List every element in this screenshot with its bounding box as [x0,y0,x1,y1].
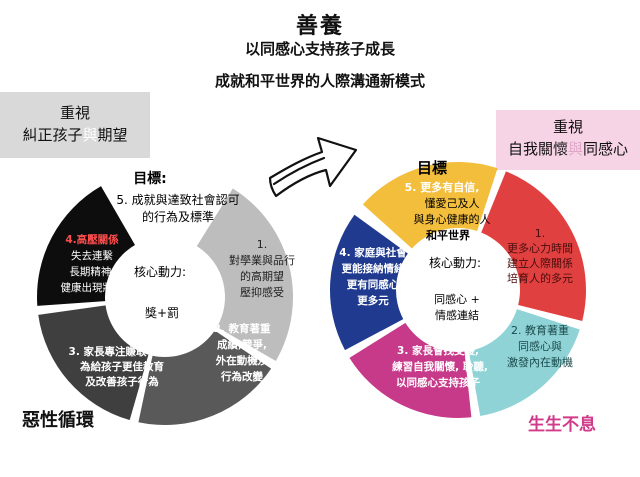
right-seg4 [330,214,408,351]
right-focus-text-b: 與 [567,140,583,158]
right-center-value-1: 同感心 + [434,293,480,306]
left-focus-text-a: 糾正孩子 [22,126,83,144]
right-seg5 [362,162,498,249]
right-cycle-text: 目標 5. 更多有自信, 懂愛己及人 與身心健康的人 和平世界 核心動力: 同感… [339,159,573,389]
left-focus-line1: 重視 [59,104,90,122]
right-seg1-line2: 更多心力時間 [507,241,573,255]
left-seg2 [138,330,272,425]
right-goal-line3: 與身心健康的人 [414,212,491,226]
left-seg1-line3: 的高期望 [240,269,284,283]
left-seg1-line2: 對學業與品行 [229,253,295,267]
left-seg4-line1: 4.高壓關係 [65,233,119,246]
right-focus-text-c: 同感心 [583,140,629,158]
left-seg4-line2: 失去連繫 [71,249,113,262]
right-cycle [330,162,587,418]
right-focus-line1: 重視 [552,118,583,136]
right-seg3 [349,322,472,418]
right-cycle-footer: 生生不息 [528,415,596,435]
left-seg4-line3: 長期精神, [69,265,114,278]
left-seg4-line4: 健康出現狀況 [61,281,124,294]
right-seg2-line1: 2. 教育著重 [511,323,569,337]
left-seg2-line4: 行為改變 [220,370,263,383]
right-seg4-line1: 4. 家庭與社會 [339,246,407,259]
right-goal-line4: 和平世界 [426,228,470,242]
right-focus-line2: 自我關懷與同感心 [496,138,640,160]
right-seg2-line3: 激發內在動機 [507,355,573,369]
left-seg2-line1: 2. 教育著重 [214,322,271,335]
right-seg2 [468,309,580,417]
left-seg2-line3: 外在動機及 [215,354,269,367]
page-subtitle: 以同感心支持孩子成長 [244,40,395,58]
right-goal-label: 目標 [417,159,447,177]
left-seg3-line2: 為給孩子更佳教育 [79,360,164,373]
left-goal-line2: 的行為及標準 [142,209,214,224]
left-seg3-line1: 3. 家長專注賺取收入, [69,345,172,358]
right-seg3-line2: 練習自我關懷, 聆聽, [392,360,488,373]
right-seg3-line1: 3. 家長會找支援, [397,344,479,357]
left-goal-line1: 5. 成就與達致社會認可 [116,192,239,207]
right-seg2-line2: 同感心與 [518,339,562,353]
right-seg4-line2: 更能接納情緒 [342,262,405,275]
left-seg3 [38,305,149,421]
left-cycle [37,186,293,425]
right-center-label: 核心動力: [429,256,481,270]
right-seg4-line3: 更有同感心 [347,278,400,291]
left-seg1 [196,188,293,361]
left-cycle-text: 目標: 5. 成就與達致社會認可 的行為及標準 核心動力: 獎+罰 1. 對學業… [61,170,296,388]
left-focus-line2: 糾正孩子與期望 [0,124,150,146]
left-seg2-line2: 成績,競爭, [217,338,267,351]
arrow-icon [268,136,358,198]
left-center-label: 核心動力: [134,265,186,279]
right-seg1-line3: 建立人際關係 [507,256,573,270]
page-title: 善養 [295,14,344,39]
left-center-value: 獎+罰 [145,305,179,320]
right-center-value-2: 情感連結 [435,308,479,322]
right-seg1-line1: 1. [535,227,546,240]
right-focus-box: 重視 自我關懷與同感心 [496,110,640,170]
right-seg1-line4: 培育人的多元 [507,271,573,285]
right-goal-line1: 5. 更多有自信, [405,180,480,194]
left-focus-text-b: 與 [82,126,98,144]
right-seg3-line3: 以同感心支持孩子 [396,376,480,389]
left-cycle-footer: 惡性循環 [22,410,94,431]
left-focus-box: 重視 糾正孩子與期望 [0,92,150,158]
left-seg1-line4: 壓抑感受 [240,285,284,299]
left-focus-text-c: 期望 [97,126,128,144]
right-goal-line2: 懂愛己及人 [425,197,480,210]
left-seg4 [37,186,135,306]
right-focus-text-a: 自我關懷 [507,140,568,158]
left-seg1-line1: 1. [257,238,268,251]
left-seg3-line3: 及改善孩子行為 [85,375,159,388]
right-seg4-line4: 更多元 [357,294,389,307]
page-tagline: 成就和平世界的人際溝通新模式 [214,72,425,90]
left-goal-label: 目標: [133,170,167,187]
right-seg1 [481,171,587,321]
